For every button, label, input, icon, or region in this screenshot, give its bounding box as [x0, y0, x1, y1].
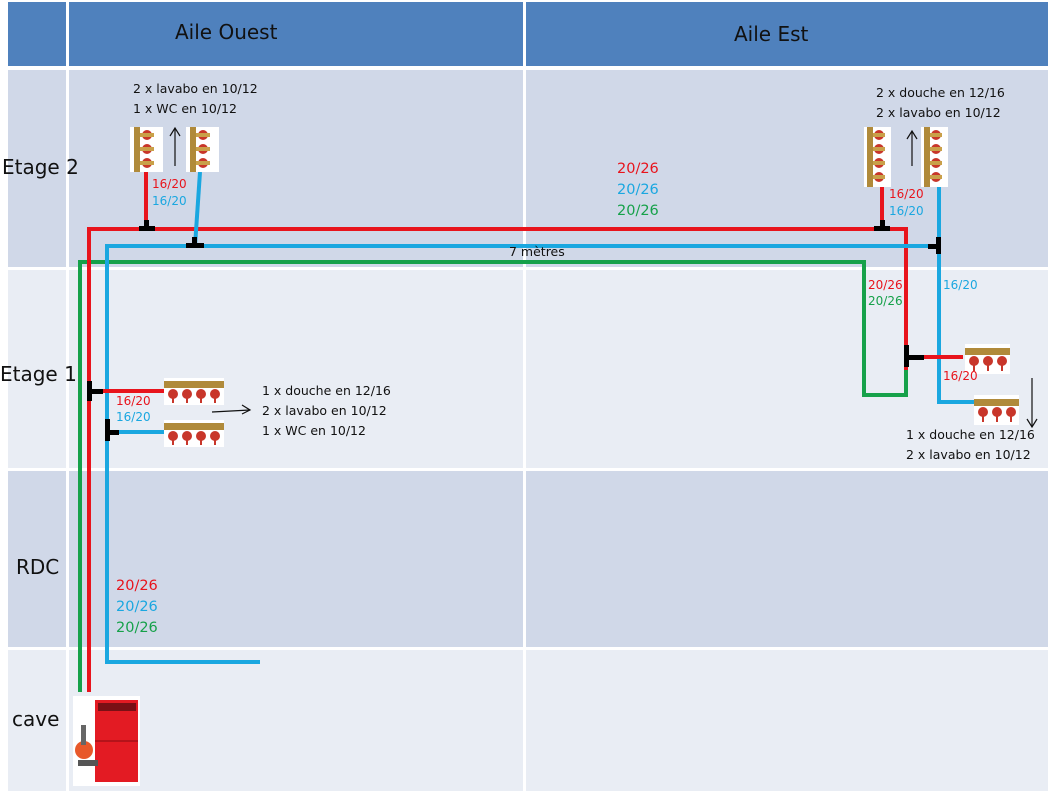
label-main-green: 20/26 [617, 203, 659, 219]
label-main-blue: 20/26 [617, 182, 659, 198]
label-east-e2-blue: 16/20 [889, 204, 924, 218]
label-main-red: 20/26 [617, 161, 659, 177]
row-etage2-east-cell [526, 70, 1048, 267]
label-rdc-green: 20/26 [116, 620, 158, 636]
label-east-riser-blue: 16/20 [943, 278, 978, 292]
header-aile-ouest: Aile Ouest [175, 20, 278, 44]
label-distance: 7 mètres [509, 244, 565, 259]
note-line: 2 x lavabo en 10/12 [906, 447, 1031, 462]
arrow-right-icon-west-e1 [211, 404, 252, 415]
row-etage1-west-cell [69, 270, 523, 468]
note-line: 2 x lavabo en 10/12 [133, 81, 258, 96]
note-line: 1 x WC en 10/12 [262, 423, 366, 438]
manifold-east-e2-red [864, 127, 891, 187]
label-west-e1-red: 16/20 [116, 394, 151, 408]
header-aile-est: Aile Est [734, 22, 809, 46]
row-cave-west-cell [69, 650, 523, 791]
floor-label-cave: cave [12, 707, 60, 731]
note-line: 1 x WC en 10/12 [133, 101, 237, 116]
row-rdc-east-cell [526, 471, 1048, 647]
note-east-etage1: 1 x douche en 12/16 2 x lavabo en 10/12 [906, 425, 1035, 465]
header-cell-empty [8, 2, 66, 66]
pipe-red-main [87, 227, 908, 692]
note-west-etage2: 2 x lavabo en 10/12 1 x WC en 10/12 [133, 79, 258, 119]
note-west-etage1: 1 x douche en 12/16 2 x lavabo en 10/12 … [262, 381, 391, 441]
row-etage1-label-cell [8, 270, 66, 468]
note-line: 1 x douche en 12/16 [262, 383, 391, 398]
label-rdc-blue: 20/26 [116, 599, 158, 615]
row-etage2-label-cell [8, 70, 66, 267]
manifold-west-e2-red [130, 127, 163, 172]
note-line: 2 x douche en 12/16 [876, 85, 1005, 100]
manifold-east-e1-blue [974, 395, 1019, 425]
row-cave-east-cell [526, 650, 1048, 791]
row-rdc-label-cell [8, 471, 66, 647]
label-east-riser-green: 20/26 [868, 294, 903, 308]
manifold-west-e1-blue [164, 420, 224, 447]
row-cave-label-cell [8, 650, 66, 791]
pipe-blue-east-riser [937, 185, 975, 404]
label-east-e1-red: 16/20 [943, 369, 978, 383]
boiler-icon [73, 696, 140, 786]
arrow-down-icon-east-e1 [1026, 378, 1038, 429]
note-line: 2 x lavabo en 10/12 [262, 403, 387, 418]
label-west-e2-red: 16/20 [152, 177, 187, 191]
manifold-west-e2-blue [186, 127, 219, 172]
note-line: 1 x douche en 12/16 [906, 427, 1035, 442]
label-west-e1-blue: 16/20 [116, 410, 151, 424]
manifold-west-e1-red [164, 378, 224, 405]
manifold-east-e2-blue [921, 127, 948, 187]
floor-label-rdc: RDC [16, 555, 60, 579]
row-rdc-west-cell [69, 471, 523, 647]
row-etage1-east-cell [526, 270, 1048, 468]
tee-fittings [87, 220, 941, 441]
note-line: 2 x lavabo en 10/12 [876, 105, 1001, 120]
arrow-up-icon-east [906, 129, 918, 166]
floor-label-etage1: Etage 1 [0, 362, 77, 386]
label-east-riser-red: 20/26 [868, 278, 903, 292]
pipe-blue-main [105, 244, 939, 664]
label-rdc-red: 20/26 [116, 578, 158, 594]
pipe-green-main [78, 260, 908, 692]
header-cell-aile-ouest [69, 2, 523, 66]
pipe-blue-west-e2-branch [193, 171, 202, 247]
arrow-up-icon-west [169, 126, 181, 166]
note-east-etage2: 2 x douche en 12/16 2 x lavabo en 10/12 [876, 83, 1005, 123]
floor-label-etage2: Etage 2 [2, 155, 79, 179]
label-east-e2-red: 16/20 [889, 187, 924, 201]
header-cell-aile-est [526, 2, 1048, 66]
label-west-e2-blue: 16/20 [152, 194, 187, 208]
